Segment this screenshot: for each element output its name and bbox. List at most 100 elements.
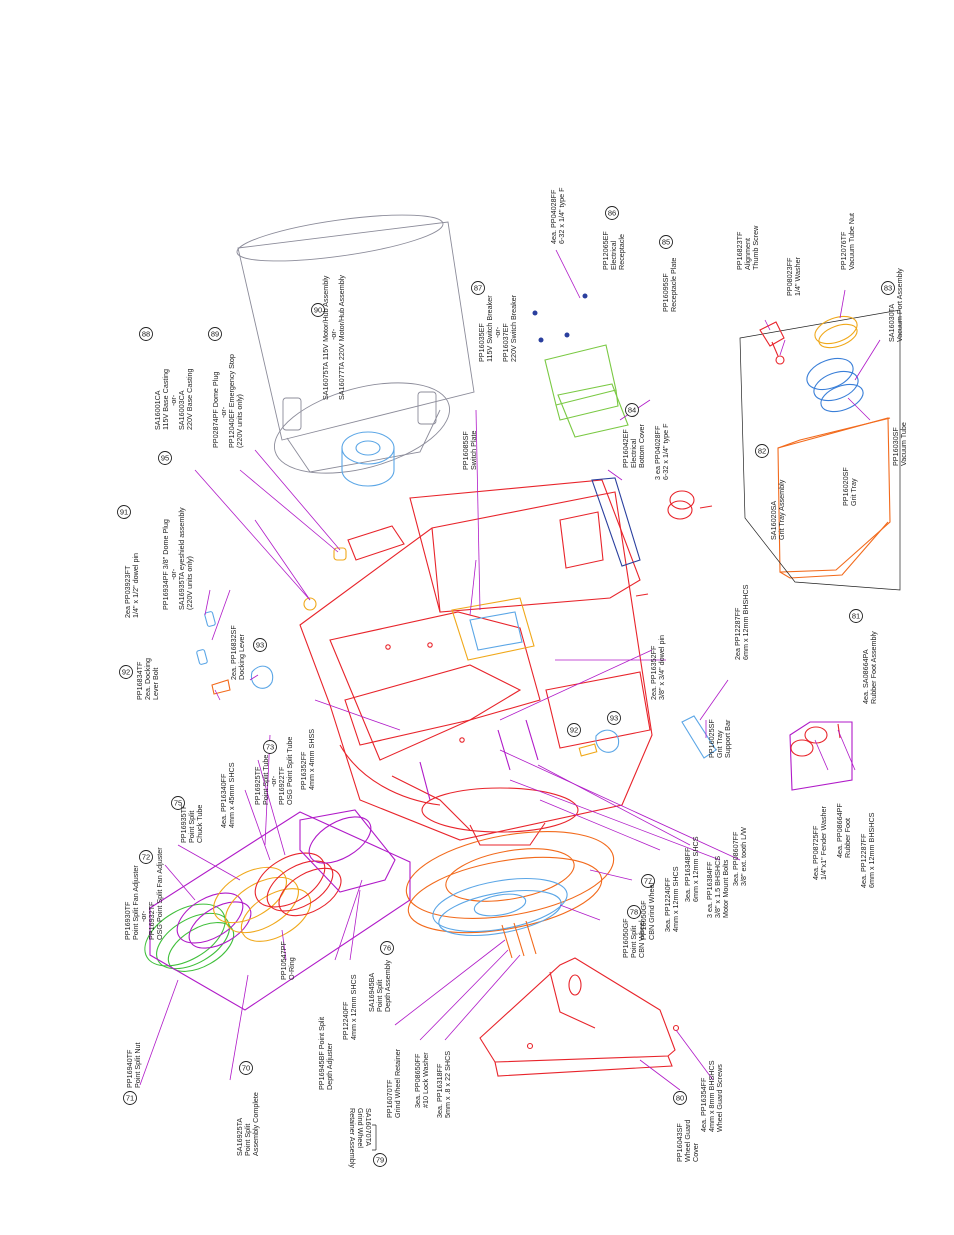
label-type-f-3ea: 3 ea PP04028FF6-32 x 1/4" type F: [653, 423, 670, 480]
label-88: SA16001CA115V Base Casting-or-SA16003CA2…: [153, 368, 194, 430]
label-grind-wheel-retainer: PP16070TFGrind Wheel Retainer: [385, 1048, 402, 1118]
motor-hub: [341, 431, 395, 487]
label-87: PP16035EF115V Switch Breaker-or-PP16037E…: [477, 294, 518, 362]
label-75: PP16935TFPoint SplitChuck Tube: [179, 804, 204, 843]
label-depth-adjuster: PP16945BF Point SplitDepth Adjuster: [317, 1017, 334, 1090]
callout-78: 78: [627, 905, 641, 919]
label-70: SA16925TAPoint SplitAssembly Complete: [235, 1092, 260, 1156]
callout-92b: 92: [567, 723, 581, 737]
label-86: PP12065EFElectricalReceptacle: [601, 231, 626, 270]
point-split-cbn-wheel: [432, 878, 568, 936]
label-shss: PP16352FF4mm x 4mm SHSS: [299, 729, 316, 790]
grit-tray-assembly-frame: [739, 309, 901, 591]
label-82: SA16020SAGrit Tray Assembly: [769, 479, 786, 540]
label-o-ring: PP10547PFO-Ring: [279, 941, 296, 980]
svg-text:87: 87: [474, 284, 482, 293]
svg-text:82: 82: [758, 447, 766, 456]
svg-text:91: 91: [120, 508, 128, 517]
callout-93b: 93: [607, 711, 621, 725]
label-73: PP16925TFPoint Split Tube-or-PP16922TFOS…: [253, 737, 294, 805]
svg-text:72: 72: [142, 853, 150, 862]
svg-text:92: 92: [122, 668, 130, 677]
callout-88: 88: [139, 327, 153, 341]
svg-text:84: 84: [628, 406, 636, 415]
callout-92a: 92: [119, 665, 133, 679]
svg-text:88: 88: [142, 330, 150, 339]
retainer-screws: [501, 920, 537, 959]
label-fender-washer: 4ea. PP08725FF1/4"x1" Fender Washer: [811, 805, 828, 880]
svg-text:83: 83: [884, 284, 892, 293]
callout-75: 75: [171, 796, 185, 810]
label-80: PP16043SFWheel GuardCover: [675, 1120, 700, 1162]
callout-81: 81: [849, 609, 863, 623]
retainer-assembly-bracket: [372, 1124, 377, 1151]
callout-70: 70: [239, 1061, 253, 1075]
alignment-thumb-screw: [759, 321, 785, 365]
svg-text:71: 71: [126, 1094, 134, 1103]
artwork: [144, 214, 901, 1151]
leader-lines: [139, 249, 881, 1091]
label-91: 2ea PP03923FT1/4" x 1/2" dowel pin: [123, 553, 140, 618]
callout-79: 79: [373, 1153, 387, 1167]
label-85: PP16095SFReceptacle Plate: [661, 258, 678, 312]
point-split-assembly-frame: [149, 811, 411, 1011]
label-6x12-shcs: 3ea. PP16348FF6mm x 12mm SHCS: [683, 836, 700, 902]
callout-73: 73: [263, 740, 277, 754]
label-12mm-shcs: PP12240FF4mm x 12mm SHCS: [341, 974, 358, 1040]
callout-91: 91: [117, 505, 131, 519]
svg-text:79: 79: [376, 1156, 384, 1165]
svg-text:86: 86: [608, 209, 616, 218]
electrical-bottom-cover: [591, 477, 641, 567]
svg-text:70: 70: [242, 1064, 250, 1073]
svg-text:81: 81: [852, 612, 860, 621]
callout-83: 83: [881, 281, 895, 295]
label-76: SA16945BAPoint SplitDepth Assembly: [367, 960, 392, 1012]
label-rubber-foot: 4ea. PP08664PFRubber Foot: [835, 803, 852, 858]
grit-tray: [777, 417, 891, 579]
label-motor-mount-bolts: 3 ea. PP16384FF3/8" x 1.5 BHSHCSMotor Mo…: [705, 856, 730, 918]
grit-tray-support-bar: [681, 715, 717, 759]
svg-text:75: 75: [174, 799, 182, 808]
callout-71: 71: [123, 1091, 137, 1105]
label-switch-plate: PP16085SFSwitch Plate: [461, 430, 478, 470]
callout-85: 85: [659, 235, 673, 249]
label-thumb-screw: PP16823TFAlignmentThumb Screw: [735, 225, 760, 270]
label-72: PP16930TFPoint Split Fan Adjuster-or-PP1…: [123, 847, 164, 940]
callout-84: 84: [625, 403, 639, 417]
label-90: SA16075TA 115V Motor/Hub Assembly-or-SA1…: [321, 275, 346, 400]
label-bhshcs-12: 2ea PP12287FF6mm x 12mm BHSHCS: [733, 584, 750, 660]
label-71: PP16940TFPoint Split Nut: [125, 1042, 142, 1088]
vacuum-tube: [806, 357, 864, 413]
motor-hub-assembly: [236, 214, 475, 474]
callout-80: 80: [673, 1091, 687, 1105]
label-92: PP16834TF2ea. DockingLever Bolt: [135, 658, 160, 700]
callout-87: 87: [471, 281, 485, 295]
label-dowel-pin: 2ea. PP16352FF3/8" x 3/4" dowel pin: [649, 635, 666, 700]
point-split-tube: [254, 852, 342, 917]
callout-77: 77: [641, 874, 655, 888]
label-93: 2ea. PP16832SFDocking Lever: [229, 625, 246, 680]
label-lock-washer: 3ea. PP08650FF#10 Lock Washer: [413, 1052, 430, 1108]
svg-text:95: 95: [161, 454, 169, 463]
svg-text:80: 80: [676, 1094, 684, 1103]
svg-text:89: 89: [211, 330, 219, 339]
callout-89: 89: [208, 327, 222, 341]
callout-82: 82: [755, 444, 769, 458]
base-casting: [299, 479, 653, 846]
wheel-guard-cover: [479, 957, 680, 1077]
label-vacuum-tube: PP16030SFVacuum Tube: [891, 422, 908, 466]
label-45mm-shcs: 4ea. PP16340FF4mm x 45mm SHCS: [219, 762, 236, 828]
callout-labels: PP16940TFPoint Split Nut SA16925TAPoint …: [123, 231, 904, 1169]
label-guard-screws: 4ea. PP16354FF4mm x 8mm BHSHCSWheel Guar…: [699, 1060, 724, 1132]
label-84: PP16042EFElectricalBottom Cover: [621, 423, 646, 468]
label-81: 4ea. SA08664PARubber Foot Assembly: [861, 631, 878, 704]
osg-fan-adjuster: [176, 892, 252, 949]
callout-76: 76: [380, 941, 394, 955]
svg-text:77: 77: [644, 877, 652, 886]
part-labels: PP10547PFO-Ring PP16945BF Point SplitDep…: [219, 187, 908, 1132]
electrical-receptacle: [544, 344, 629, 438]
label-77: PP16050GFCBN Grind Wheel: [639, 882, 656, 940]
svg-text:93: 93: [610, 714, 618, 723]
svg-text:76: 76: [383, 944, 391, 953]
